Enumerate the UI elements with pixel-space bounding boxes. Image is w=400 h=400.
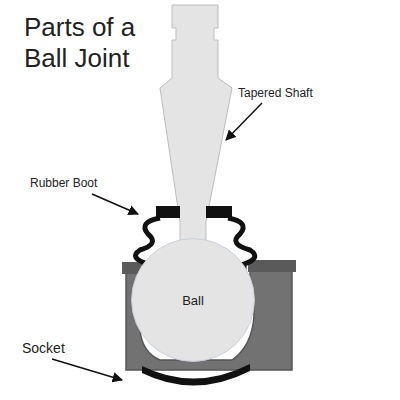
ball-node: Ball (131, 238, 255, 362)
leader-arrow (52, 359, 122, 380)
part-label: Socket (22, 340, 65, 356)
socket-rim (248, 260, 296, 272)
leader-arrow (92, 194, 138, 214)
diagram-title: Parts of a Ball Joint (24, 12, 174, 74)
ball-outline (132, 239, 255, 362)
part-label: Ball (182, 293, 204, 308)
boot-collar (206, 206, 232, 218)
part-label: Rubber Boot (30, 176, 97, 190)
bottom-plate (142, 364, 250, 386)
leader-arrow (226, 103, 262, 140)
part-label: Tapered Shaft (238, 86, 313, 100)
